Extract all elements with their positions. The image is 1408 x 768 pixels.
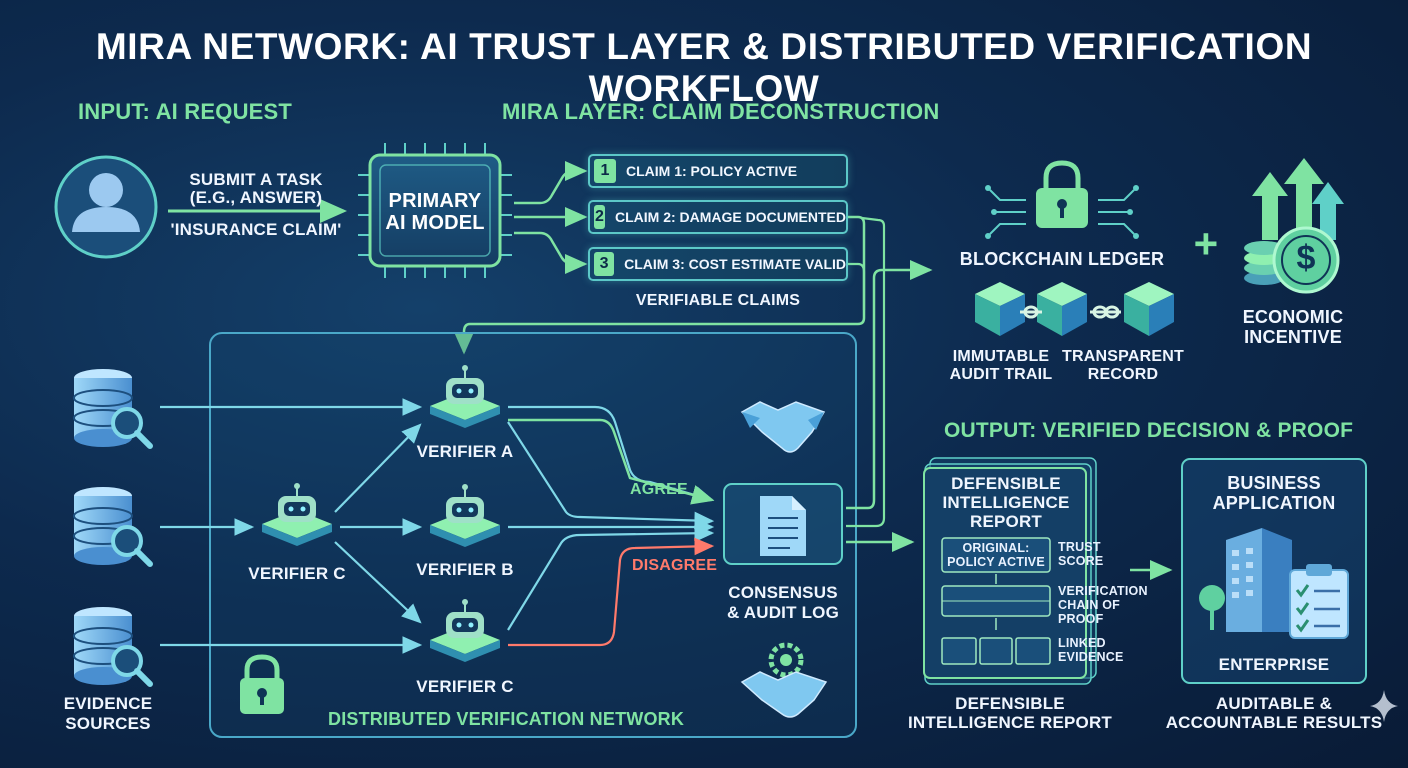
claim-text: CLAIM 2: DAMAGE DOCUMENTED — [615, 209, 846, 225]
chain-line-3: PROOF — [1058, 612, 1104, 626]
transparent-line-1: TRANSPARENT — [1062, 348, 1184, 365]
plus-sign: + — [1193, 220, 1219, 267]
claim3-link-line — [848, 262, 866, 310]
original-line-2: POLICY ACTIVE — [947, 555, 1045, 569]
network-footer: DISTRIBUTED VERIFICATION NETWORK — [328, 709, 685, 729]
sources-line-1: EVIDENCE — [63, 694, 153, 713]
claims-to-verifiers-arrow — [454, 215, 866, 355]
economic-incentive-icon — [1244, 158, 1344, 294]
claim-number: 2 — [594, 205, 605, 229]
block-cube — [1124, 282, 1174, 336]
clipboard-checklist-icon — [1289, 564, 1349, 639]
claim-split-arrows — [514, 161, 588, 274]
claim-number: 3 — [594, 252, 615, 276]
immutable-line-1: IMMUTABLE — [952, 348, 1050, 365]
claim-text: CLAIM 1: POLICY ACTIVE — [626, 163, 798, 179]
claim2-link-line — [846, 216, 886, 528]
user-icon — [54, 155, 158, 259]
building-icon — [1199, 528, 1292, 632]
transparent-line-2: RECORD — [1087, 366, 1159, 383]
report-line-2: INTELLIGENCE — [942, 493, 1070, 512]
sources-line-2: SOURCES — [65, 714, 151, 733]
consensus-line-1: CONSENSUS — [728, 583, 838, 602]
block-cube — [1037, 282, 1087, 336]
report-line-3: REPORT — [969, 512, 1043, 531]
robot-icon — [430, 365, 500, 428]
claims-caption: VERIFIABLE CLAIMS — [635, 292, 801, 309]
verifier-c-left-label: VERIFIER C — [248, 564, 346, 583]
robot-icon — [430, 599, 500, 662]
page-title: MIRA NETWORK: AI TRUST LAYER & DISTRIBUT… — [95, 26, 1313, 109]
task-line-2: (E.G., ANSWER) — [189, 188, 323, 207]
database-icon — [73, 487, 153, 567]
claim-item: 2 CLAIM 2: DAMAGE DOCUMENTED — [588, 200, 848, 234]
model-line-1: PRIMARY — [388, 190, 482, 212]
gear-handshake-icon — [740, 642, 828, 718]
robot-icon — [430, 484, 500, 547]
report-caption-line-1: DEFENSIBLE — [955, 694, 1065, 713]
claim-number: 1 — [594, 159, 616, 183]
primary-ai-model-chip — [358, 143, 512, 278]
disagree-arrow — [508, 537, 715, 647]
lock-icon — [240, 654, 284, 714]
consensus-line-2: & AUDIT LOG — [726, 603, 840, 622]
to-blockchain-arrow — [846, 260, 933, 510]
original-line-1: ORIGINAL: — [962, 541, 1030, 555]
model-line-2: AI MODEL — [385, 212, 485, 234]
trust-line-1: TRUST — [1058, 540, 1101, 554]
incentive-line-1: ECONOMIC — [1242, 307, 1344, 327]
business-line-1: BUSINESS — [1227, 473, 1321, 493]
blockchain-heading: BLOCKCHAIN LEDGER — [959, 249, 1165, 269]
report-caption-line-2: INTELLIGENCE REPORT — [907, 713, 1113, 732]
task-line-1: SUBMIT A TASK — [189, 170, 323, 189]
business-line-2: APPLICATION — [1212, 493, 1336, 513]
incentive-line-2: INCENTIVE — [1244, 327, 1342, 347]
claim-text: CLAIM 3: COST ESTIMATE VALID — [624, 256, 846, 272]
verifier-a-label: VERIFIER A — [416, 442, 514, 461]
trust-line-2: SCORE — [1058, 554, 1104, 568]
results-line-1: AUDITABLE & — [1215, 694, 1333, 713]
disagree-label: DISAGREE — [632, 557, 718, 574]
circuit-lock-icon — [985, 160, 1139, 239]
original-claim-box — [941, 537, 1051, 573]
verifier-c-bottom-label: VERIFIER C — [416, 677, 514, 696]
chain-line-2: CHAIN OF — [1058, 598, 1121, 612]
enterprise-label: ENTERPRISE — [1218, 655, 1330, 674]
task-line-3: 'INSURANCE CLAIM' — [170, 220, 342, 239]
immutable-line-2: AUDIT TRAIL — [949, 366, 1053, 383]
chain-line-1: VERIFICATION — [1058, 584, 1148, 598]
claim-item: 3 CLAIM 3: COST ESTIMATE VALID — [588, 247, 848, 281]
verifier-b-label: VERIFIER B — [416, 560, 514, 579]
database-icon — [73, 607, 153, 687]
block-cube — [975, 282, 1025, 336]
linked-evidence-boxes — [941, 637, 1051, 665]
database-icon — [73, 369, 153, 449]
chain-link-icon — [1020, 305, 1121, 319]
distributed-network-panel — [209, 332, 857, 738]
robot-icon — [262, 483, 332, 546]
results-line-2: ACCOUNTABLE RESULTS — [1165, 713, 1383, 732]
agree-arrow — [508, 418, 715, 505]
dollar-icon: $ — [1296, 239, 1316, 277]
handshake-icon — [740, 401, 826, 453]
output-heading: OUTPUT: VERIFIED DECISION & PROOF — [944, 419, 1354, 442]
consensus-document-icon — [723, 483, 843, 565]
sparkle-icon — [1370, 690, 1398, 722]
report-line-1: DEFENSIBLE — [951, 474, 1061, 493]
linked-line-2: EVIDENCE — [1058, 650, 1124, 664]
claim-item: 1 CLAIM 1: POLICY ACTIVE — [588, 154, 848, 188]
agree-label: AGREE — [630, 481, 688, 498]
input-heading: INPUT: AI REQUEST — [78, 99, 293, 124]
linked-line-1: LINKED — [1058, 636, 1106, 650]
mira-layer-heading: MIRA LAYER: CLAIM DECONSTRUCTION — [502, 99, 940, 124]
